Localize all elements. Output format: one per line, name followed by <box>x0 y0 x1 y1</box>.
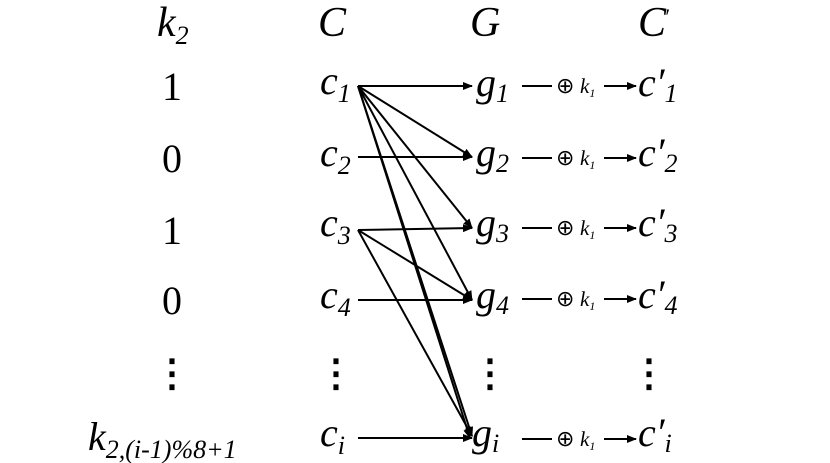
xor-label-1: ⊕ k1 <box>522 73 637 100</box>
c-i: ci <box>320 410 345 460</box>
header-c: C <box>318 0 347 46</box>
arrow-c1-gi-b <box>357 85 472 439</box>
svg-text:k1: k1 <box>580 74 595 100</box>
header-k2: k2 <box>157 0 189 50</box>
c-ellipsis: ⋮ <box>317 353 355 395</box>
key-ellipsis: ⋮ <box>153 353 191 395</box>
key-bit-4: 0 <box>162 278 182 323</box>
arrow-c3-g4 <box>357 229 473 301</box>
key-bit-3: 1 <box>162 208 182 253</box>
g-ellipsis: ⋮ <box>471 353 509 395</box>
c-1: c1 <box>320 58 351 108</box>
xor-label-2: ⊕ k1 <box>522 145 637 172</box>
arrow-c1-g2 <box>357 85 473 158</box>
xor-label-3: ⊕ k1 <box>522 215 637 242</box>
g-i: gi <box>472 410 499 458</box>
key-last: k2,(i-1)%8+1 <box>88 414 237 463</box>
arrow-c3-gi <box>357 229 473 437</box>
svg-text:⊕: ⊕ <box>556 73 574 98</box>
arrow-c3-g3 <box>357 224 473 233</box>
svg-text:⊕: ⊕ <box>556 426 574 451</box>
c-prime-2: c′2 <box>638 130 678 178</box>
key-bit-1: 1 <box>162 64 182 109</box>
svg-text:k1: k1 <box>580 216 595 242</box>
svg-text:⊕: ⊕ <box>556 215 574 240</box>
g-2: g2 <box>476 130 509 178</box>
c-2: c2 <box>320 130 351 180</box>
svg-text:k1: k1 <box>580 287 595 313</box>
g-4: g4 <box>476 272 509 320</box>
c-prime-3: c′3 <box>638 200 678 248</box>
xor-label-4: ⊕ k1 <box>522 286 637 313</box>
svg-text:⊕: ⊕ <box>556 145 574 170</box>
svg-text:k1: k1 <box>580 427 595 453</box>
c-prime-1: c′1 <box>638 60 678 108</box>
c-prime-i: c′i <box>638 410 672 458</box>
c-3: c3 <box>320 200 351 250</box>
c-4: c4 <box>320 272 351 322</box>
xor-label-i: ⊕ k1 <box>522 426 637 453</box>
arrow-c1-g4 <box>357 85 473 301</box>
key-bit-2: 0 <box>162 136 182 181</box>
g-1: g1 <box>476 60 509 108</box>
header-c-prime: C′ <box>638 0 670 46</box>
svg-text:⊕: ⊕ <box>556 286 574 311</box>
svg-text:k1: k1 <box>580 146 595 172</box>
c-prime-ellipsis: ⋮ <box>630 353 668 395</box>
c-prime-4: c′4 <box>638 272 678 320</box>
header-g: G <box>470 0 500 46</box>
g-3: g3 <box>476 200 509 248</box>
